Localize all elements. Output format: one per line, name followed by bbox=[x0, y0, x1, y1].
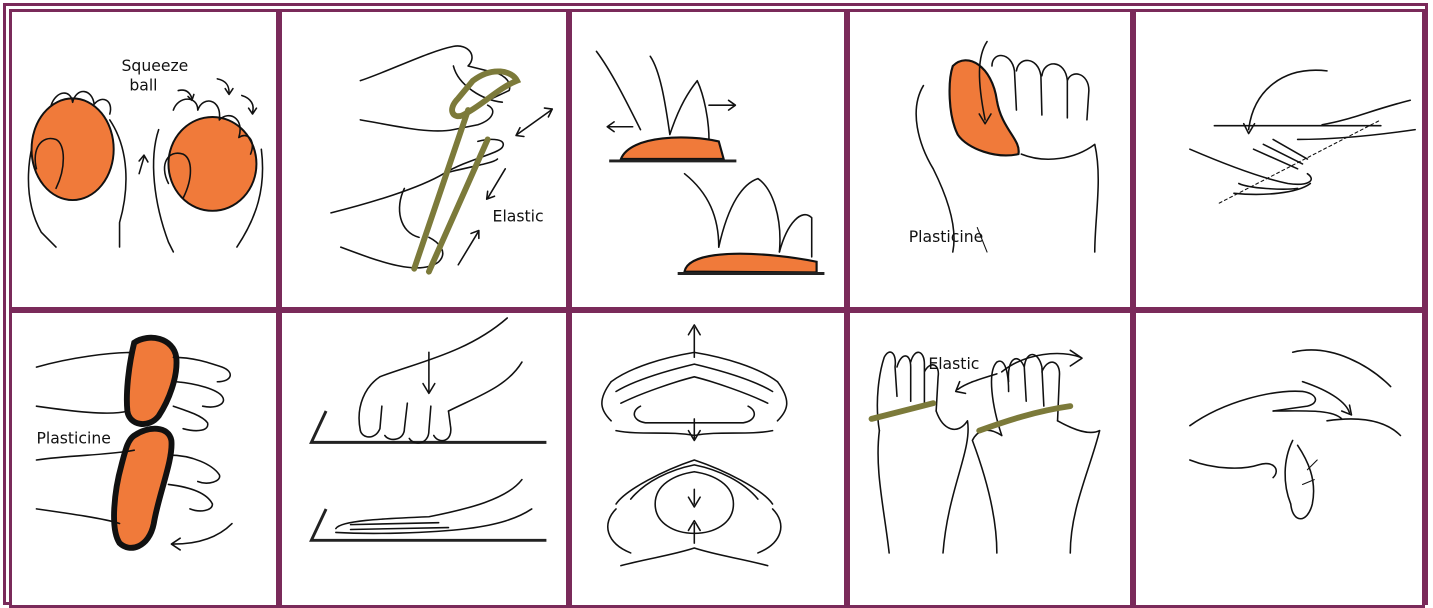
label-elastic-1: Elastic bbox=[493, 207, 544, 226]
exercise-finger-lift bbox=[1133, 9, 1425, 310]
plasticine-fist-illustration bbox=[916, 42, 1098, 252]
exercise-plasticine-fist: Plasticine bbox=[847, 9, 1133, 310]
exercise-plasticine-spread bbox=[569, 9, 847, 310]
thumb-touch-illustration bbox=[1190, 350, 1401, 519]
label-elastic-2: Elastic bbox=[928, 354, 979, 373]
exercise-elastic-spread: Elastic bbox=[847, 310, 1133, 608]
squeeze-ball-illustration bbox=[28, 79, 262, 252]
exercise-squeeze-ball: Squeeze ball bbox=[9, 9, 279, 310]
finger-lift-illustration bbox=[1190, 70, 1415, 203]
exercise-finger-tips bbox=[569, 310, 847, 608]
label-plasticine-1: Plasticine bbox=[909, 227, 984, 246]
label-squeeze: Squeeze bbox=[122, 56, 189, 75]
exercise-plasticine-roll: Plasticine bbox=[9, 310, 279, 608]
exercise-flat-hand bbox=[279, 310, 569, 608]
elastic-fingers-illustration bbox=[331, 46, 552, 272]
label-ball: ball bbox=[129, 76, 157, 95]
elastic-spread-illustration bbox=[872, 350, 1100, 553]
exercise-thumb-touch bbox=[1133, 310, 1425, 608]
plasticine-spread-illustration bbox=[596, 51, 824, 273]
label-plasticine-2: Plasticine bbox=[36, 428, 110, 447]
exercise-grid: Squeeze ball Elastic bbox=[3, 3, 1428, 605]
finger-tips-illustration bbox=[602, 325, 787, 566]
flat-hand-illustration bbox=[311, 318, 546, 540]
exercise-elastic-fingers: Elastic bbox=[279, 9, 569, 310]
